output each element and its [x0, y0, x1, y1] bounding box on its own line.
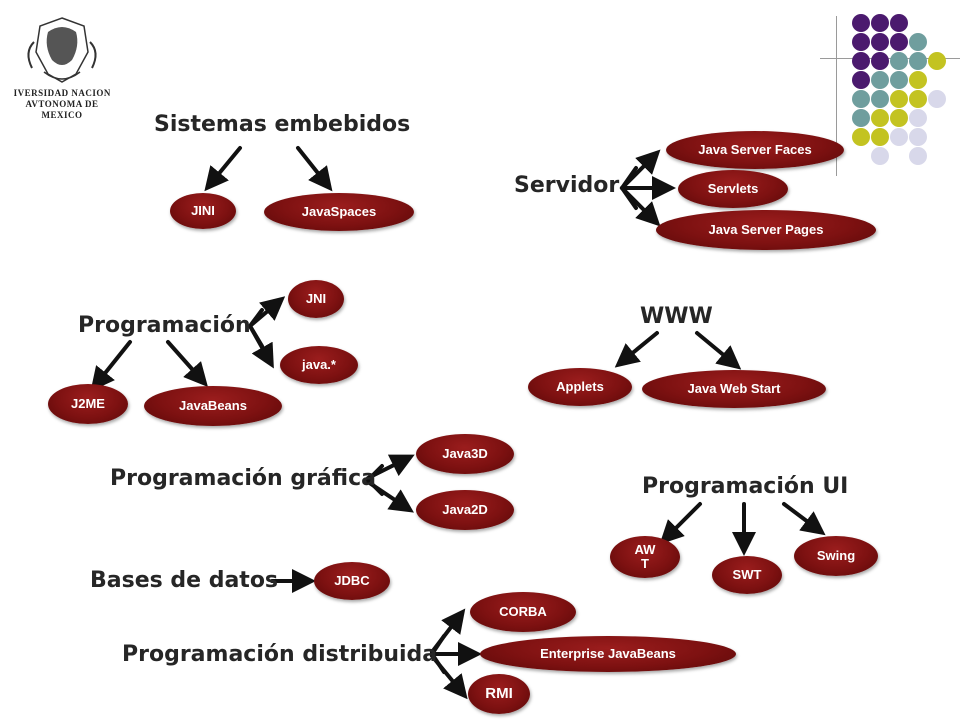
- arrow-embebidos-jini: [204, 146, 242, 192]
- arrow-prog-javabeans: [166, 340, 208, 387]
- decor-dot: [909, 52, 927, 70]
- pill-swt: SWT: [712, 556, 782, 594]
- decor-dot: [852, 109, 870, 127]
- logo-line2: AVTONOMA DE: [26, 99, 99, 109]
- decor-dot: [890, 14, 908, 32]
- heading-sistemas-embebidos: Sistemas embebidos: [154, 112, 411, 137]
- pill-javaspaces: JavaSpaces: [264, 193, 414, 231]
- decor-dot: [871, 90, 889, 108]
- arrow-www-applets: [614, 331, 659, 368]
- pill-awt: AW T: [610, 536, 680, 578]
- bracket-programacion: [247, 308, 264, 348]
- logo-line1: UNIVERSIDAD NACIONAL: [14, 88, 110, 98]
- decor-dot: [909, 128, 927, 146]
- pill-applets: Applets: [528, 368, 632, 406]
- decor-dot: [871, 71, 889, 89]
- arrow-ui-swing: [782, 502, 826, 536]
- arrow-embebidos-javaspaces: [296, 146, 333, 192]
- bracket-distribuida: [429, 634, 446, 674]
- decor-dot: [909, 147, 927, 165]
- decor-dot: [871, 33, 889, 51]
- decor-dot: [852, 14, 870, 32]
- decor-dot: [871, 109, 889, 127]
- pill-j2me: J2ME: [48, 384, 128, 424]
- pill-jni: JNI: [288, 280, 344, 318]
- pill-java-star: java.*: [280, 346, 358, 384]
- pill-java-server-pages: Java Server Pages: [656, 210, 876, 250]
- bracket-grafica: [365, 464, 384, 496]
- heading-bases-de-datos: Bases de datos: [90, 568, 279, 593]
- decor-dot: [871, 14, 889, 32]
- decor-dot: [852, 128, 870, 146]
- decor-dot: [928, 90, 946, 108]
- pill-servlets: Servlets: [678, 170, 788, 208]
- pill-java3d: Java3D: [416, 434, 514, 474]
- decor-dot: [909, 71, 927, 89]
- heading-programacion-grafica: Programación gráfica: [110, 466, 376, 491]
- pill-jini: JINI: [170, 193, 236, 229]
- heading-programacion-distribuida: Programación distribuida: [122, 642, 438, 667]
- decor-dot: [909, 90, 927, 108]
- arrow-prog-j2me: [90, 340, 132, 392]
- decor-dot: [909, 33, 927, 51]
- decor-dot: [890, 90, 908, 108]
- decor-dot: [928, 52, 946, 70]
- decor-vertical-line: [836, 16, 837, 176]
- pill-enterprise-javabeans: Enterprise JavaBeans: [480, 636, 736, 672]
- decor-dot: [890, 33, 908, 51]
- decor-dot: [871, 128, 889, 146]
- logo-line3: MEXICO: [42, 110, 83, 120]
- pill-jdbc: JDBC: [314, 562, 390, 600]
- decor-dot: [852, 52, 870, 70]
- pill-java2d: Java2D: [416, 490, 514, 530]
- decor-dot: [890, 52, 908, 70]
- unam-seal-icon: UNIVERSIDAD NACIONAL AVTONOMA DE MEXICO: [0, 17, 124, 120]
- unam-logo: UNIVERSIDAD NACIONAL AVTONOMA DE MEXICO: [0, 12, 124, 120]
- decor-dot: [890, 128, 908, 146]
- heading-programacion-ui: Programación UI: [642, 474, 849, 499]
- pill-rmi: RMI: [468, 674, 530, 714]
- pill-java-web-start: Java Web Start: [642, 370, 826, 408]
- heading-servidor: Servidor: [514, 173, 620, 198]
- pill-corba: CORBA: [470, 592, 576, 632]
- pill-java-server-faces: Java Server Faces: [666, 131, 844, 169]
- decor-dot: [871, 52, 889, 70]
- decor-dot: [909, 109, 927, 127]
- decor-dot: [852, 71, 870, 89]
- decor-dot: [852, 90, 870, 108]
- decor-dot: [890, 109, 908, 127]
- heading-programacion: Programación: [78, 313, 251, 338]
- decor-dot: [852, 33, 870, 51]
- heading-www: WWW: [640, 304, 713, 329]
- bracket-servidor: [619, 166, 638, 210]
- pill-javabeans: JavaBeans: [144, 386, 282, 426]
- decor-dot: [871, 147, 889, 165]
- arrow-www-webstart: [695, 331, 742, 370]
- decor-dot: [890, 71, 908, 89]
- arrow-ui-awt: [659, 502, 702, 545]
- pill-swing: Swing: [794, 536, 878, 576]
